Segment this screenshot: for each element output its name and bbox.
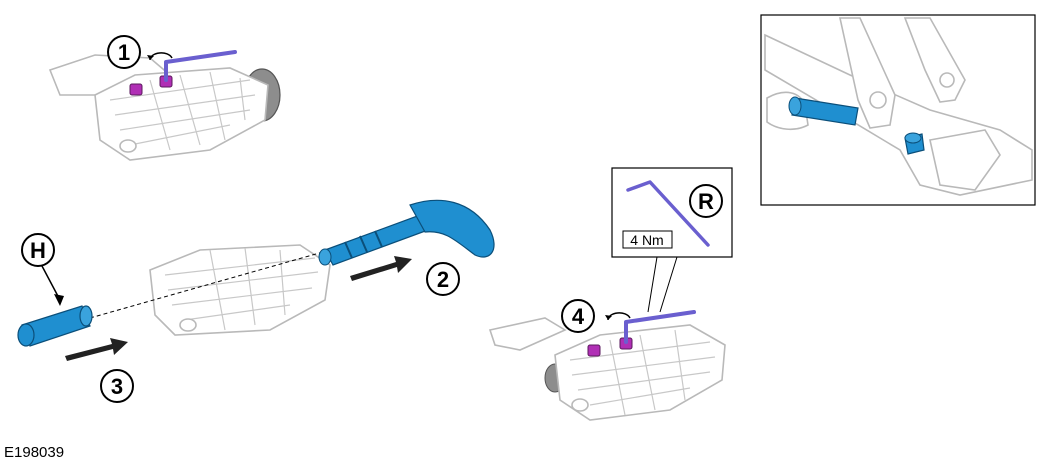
- callout-step2-label: 2: [437, 267, 449, 292]
- hex-key-icon: [164, 50, 237, 82]
- inset-detail: [760, 14, 1036, 206]
- callout-step2: [426, 262, 460, 296]
- rack-foot-body: [149, 244, 331, 336]
- callout-step3: [100, 369, 134, 403]
- step2-3-assembly: H 3 2: [17, 199, 495, 403]
- clamp-bolt: [587, 344, 601, 357]
- callout-step1-label: 1: [118, 40, 130, 65]
- insert-bit-icon: [788, 96, 859, 126]
- foot-lattice: [109, 71, 256, 151]
- step1-assembly: 1: [48, 35, 281, 161]
- hex-key-icon: [624, 310, 696, 344]
- foot-lattice: [569, 329, 716, 416]
- foot-hole: [119, 139, 137, 153]
- callout-part-r: [689, 184, 723, 218]
- torx-driver-icon: [318, 199, 495, 266]
- insert-bit-icon: [17, 305, 93, 347]
- foot-hole: [571, 398, 589, 412]
- push-arrow: [350, 256, 412, 281]
- insert-bit-icon: [904, 132, 925, 155]
- torque-value: 4 Nm: [630, 232, 663, 248]
- callout-part-h: [21, 233, 55, 267]
- callout-step4-label: 4: [572, 304, 585, 329]
- callout-step4: [561, 299, 595, 333]
- roof-bar-sketch: [488, 317, 567, 351]
- callout-part-r-label: R: [698, 189, 714, 214]
- mount-bracket: [929, 129, 1001, 191]
- foot-hole: [179, 318, 197, 332]
- callout-step3-label: 3: [111, 374, 123, 399]
- torque-label-box: [622, 230, 673, 249]
- push-arrow: [65, 338, 128, 361]
- leader-line: [41, 265, 61, 301]
- figure-code: E198039: [4, 444, 65, 461]
- callout-leader: [647, 256, 678, 313]
- step4-assembly: 4 R 4 Nm: [488, 167, 733, 421]
- foot-lattice: [164, 247, 319, 331]
- callout-step1: [107, 35, 141, 69]
- callout-part-h-label: H: [30, 238, 46, 263]
- hex-key-icon: [626, 180, 710, 247]
- clamp-bolt: [129, 83, 143, 96]
